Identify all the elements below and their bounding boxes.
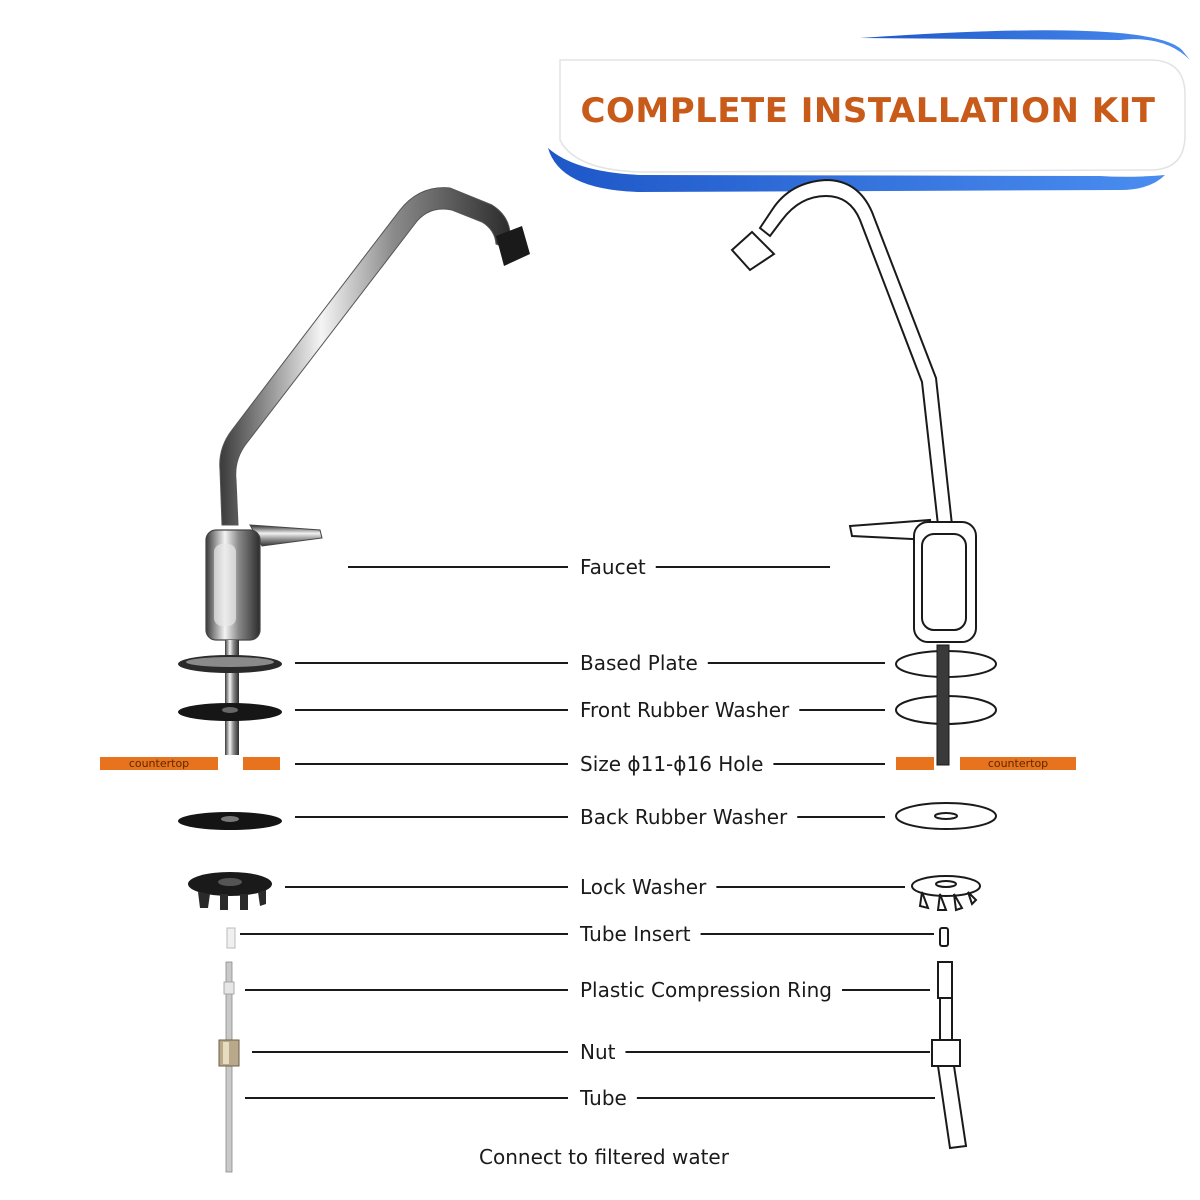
- faucet-tip-drawing: [730, 230, 776, 272]
- banner-box: [559, 59, 1186, 173]
- banner-accent-bottom: [548, 148, 1165, 192]
- threaded-stem-drawing: [936, 644, 950, 766]
- faucet-handle-photo: [249, 524, 323, 547]
- lock-washer-drawing-center: [935, 880, 957, 888]
- label-tube: Tube: [579, 1086, 627, 1110]
- faucet-body-drawing-inner: [921, 533, 967, 631]
- front-washer-photo-hole: [222, 707, 238, 713]
- countertop-left-label: countertop: [129, 757, 189, 770]
- compression-ring-drawing: [937, 961, 953, 999]
- lock-washer-photo-center: [218, 878, 242, 886]
- faucet-photo: countertop: [100, 187, 530, 1173]
- tube-drawing-segment: [939, 997, 953, 1041]
- base-plate-photo-shine: [186, 657, 274, 667]
- label-plastic-compression-ring: Plastic Compression Ring: [580, 978, 832, 1002]
- countertop-left-bar: [100, 757, 218, 770]
- faucet-drawing: [730, 178, 997, 1150]
- countertop-right-label: countertop: [988, 757, 1048, 770]
- faucet-tip-photo: [496, 226, 530, 266]
- label-lock-washer: Lock Washer: [580, 875, 707, 899]
- lock-washer-drawing-teeth: [918, 891, 978, 912]
- back-washer-photo-hole: [221, 816, 239, 822]
- tube-drawing: [936, 1065, 968, 1150]
- compression-ring-photo: [223, 981, 235, 995]
- faucet-spout-photo: [219, 187, 511, 526]
- faucet-body-highlight: [214, 544, 236, 626]
- nut-drawing: [931, 1039, 961, 1067]
- label-front-rubber-washer: Front Rubber Washer: [580, 698, 790, 722]
- label-back-rubber-washer: Back Rubber Washer: [580, 805, 788, 829]
- nut-photo-shine: [223, 1042, 229, 1064]
- title-banner: COMPLETE INSTALLATION KIT: [548, 30, 1190, 192]
- countertop-right-bar: [960, 757, 1076, 770]
- back-washer-drawing-hole: [934, 812, 958, 820]
- countertop-right-stub: [896, 757, 934, 770]
- countertop-left-stub: [243, 757, 280, 770]
- label-base-plate: Based Plate: [580, 651, 698, 675]
- label-tube-insert: Tube Insert: [579, 922, 691, 946]
- label-hole-size: Size ɸ11-ɸ16 Hole: [580, 752, 763, 776]
- page-title: COMPLETE INSTALLATION KIT: [581, 91, 1156, 131]
- countertop-right: countertop: [896, 757, 1076, 770]
- footer-label: Connect to filtered water: [479, 1145, 730, 1169]
- tube-insert-photo: [226, 927, 236, 949]
- tube-insert-drawing: [939, 927, 949, 947]
- label-nut: Nut: [580, 1040, 616, 1064]
- banner-accent: [860, 30, 1190, 60]
- label-faucet: Faucet: [580, 555, 646, 579]
- tube-photo: [225, 961, 233, 1173]
- faucet-spout-drawing: [758, 178, 954, 526]
- lock-washer-photo-teeth: [198, 890, 266, 910]
